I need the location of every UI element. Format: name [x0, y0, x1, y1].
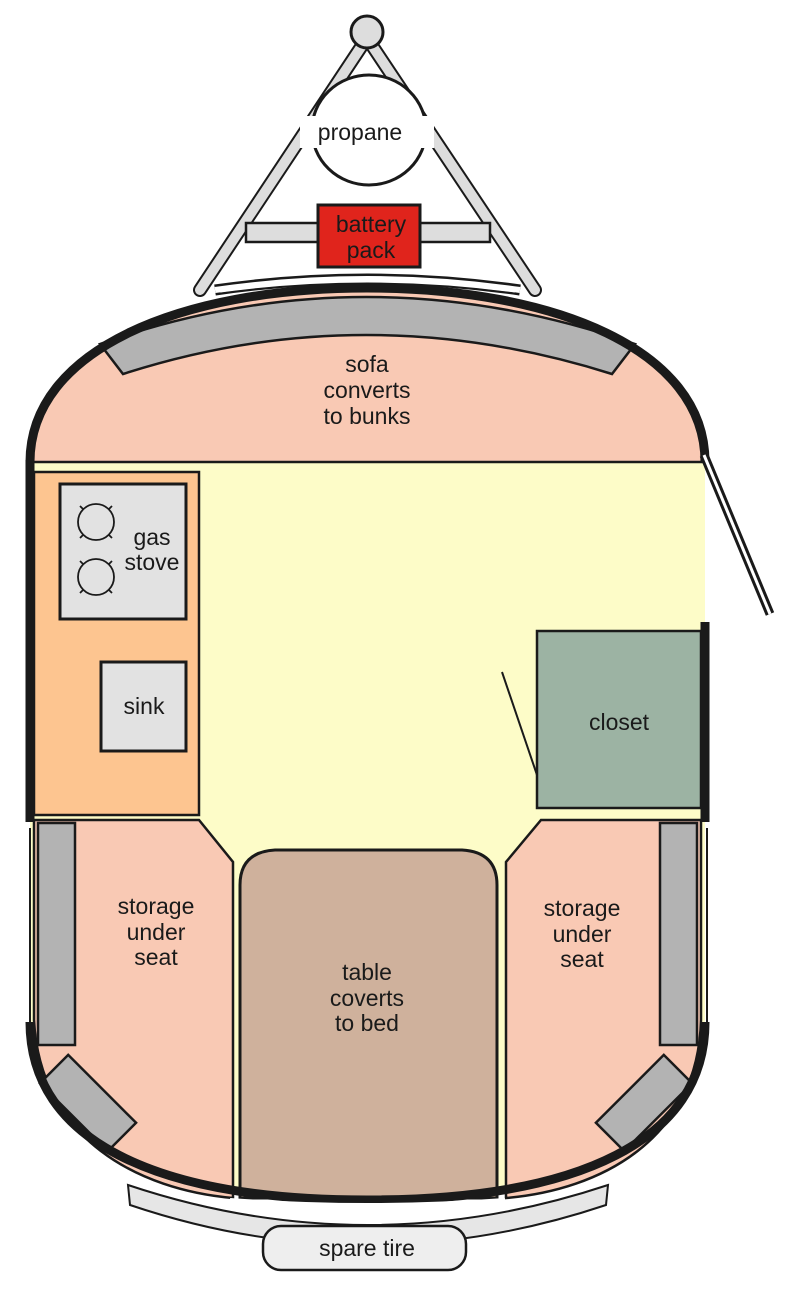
- sofa-label-line3: to bunks: [324, 403, 411, 429]
- entry-door: [699, 453, 775, 616]
- sofa-label-line1: sofa: [345, 351, 389, 377]
- table-label-line1: table: [342, 959, 392, 985]
- rear-window: [229, 1198, 506, 1207]
- sink-label: sink: [124, 693, 165, 719]
- front-wall: [25, 283, 710, 463]
- sink: sink: [99, 660, 188, 753]
- hitch-coupler: [349, 14, 385, 50]
- seat-cushion-left: [36, 821, 77, 1047]
- closet: closet: [501, 629, 703, 810]
- sofa-back-cushion: [97, 295, 638, 376]
- table-label-line3: to bed: [335, 1010, 399, 1036]
- closet-door-swing: [501, 671, 538, 776]
- spare-tire-label: spare tire: [319, 1235, 415, 1261]
- seat-cushion-left-corner: [38, 1053, 138, 1153]
- stove-label-line2: stove: [125, 549, 180, 575]
- dinette-table: table coverts to bed: [238, 848, 499, 1200]
- storage-left-line1: storage: [118, 893, 195, 919]
- table-label-line2: coverts: [330, 985, 404, 1011]
- storage-right-line2: under: [553, 921, 612, 947]
- seat-cushion-right: [658, 821, 699, 1047]
- propane-tank: propane: [300, 73, 434, 187]
- seat-cushion-right-corner: [594, 1053, 694, 1153]
- storage-right-line1: storage: [544, 895, 621, 921]
- closet-label: closet: [589, 709, 650, 735]
- stove-label-line1: gas: [133, 524, 170, 550]
- storage-left-line2: under: [127, 919, 186, 945]
- battery-pack: battery pack: [316, 203, 422, 269]
- battery-label-line2: pack: [347, 237, 396, 263]
- storage-left-line3: seat: [134, 944, 178, 970]
- battery-label-line1: battery: [336, 211, 407, 237]
- burner-icon: [77, 558, 115, 596]
- sofa-label-line2: converts: [324, 377, 411, 403]
- propane-label: propane: [318, 119, 402, 145]
- storage-right-line3: seat: [560, 946, 604, 972]
- burner-icon: [77, 503, 115, 541]
- front-window: [219, 277, 516, 293]
- gas-stove: gas stove: [58, 482, 188, 621]
- spare-tire: spare tire: [261, 1224, 468, 1272]
- rear-wall: [25, 1021, 710, 1205]
